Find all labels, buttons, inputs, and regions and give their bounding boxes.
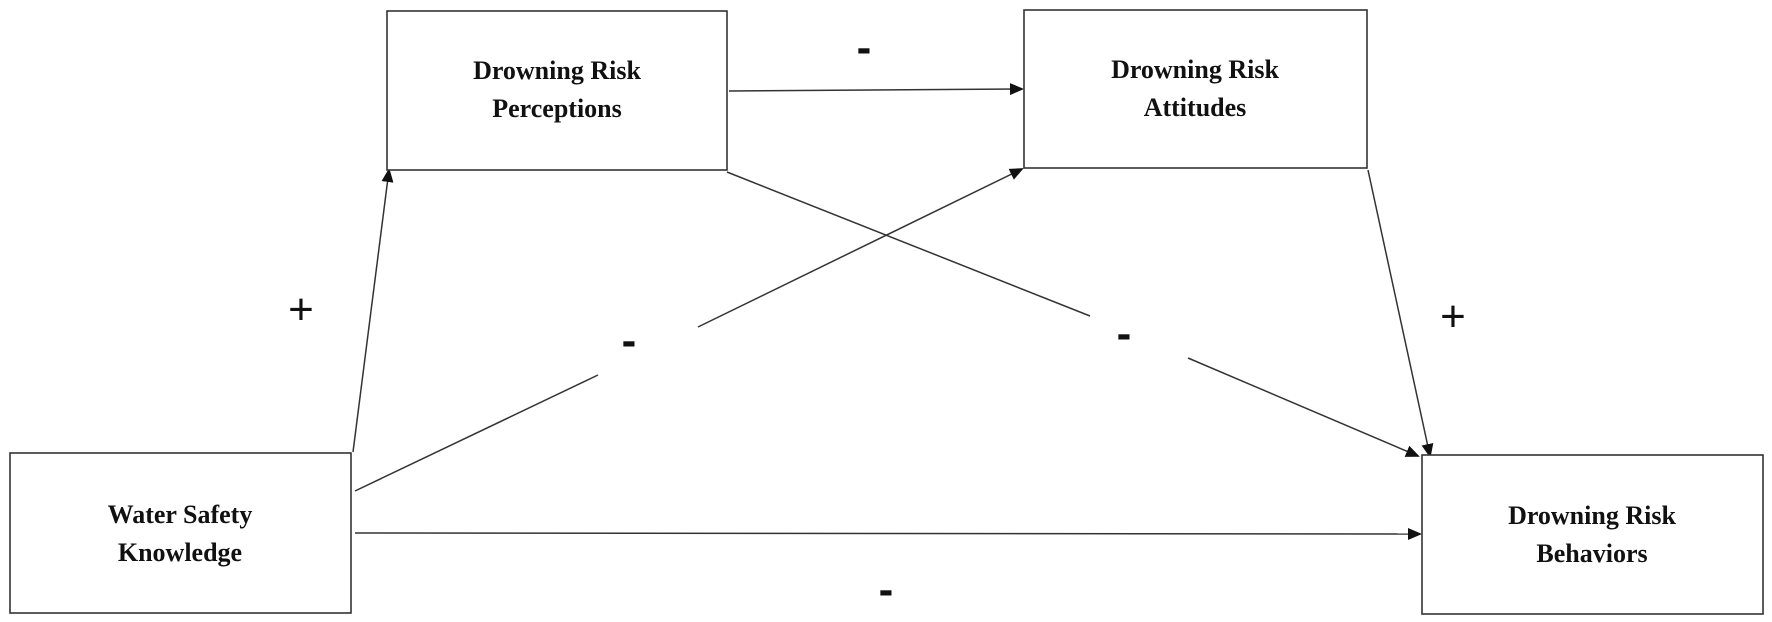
sign-knowledge-to-perceptions: + [288,285,314,334]
perceptions-label-line2: Perceptions [492,94,622,123]
attitudes-label-line2: Attitudes [1144,93,1247,122]
edge-knowledge-to-behaviors [354,527,1422,540]
sign-perceptions-to-attitudes: - [857,23,872,72]
attitudes-label-line1: Drowning Risk [1111,55,1279,84]
sign-knowledge-to-behaviors: - [879,565,894,614]
edge-perceptions-to-behaviors-segment [726,171,1091,317]
perceptions-label-line1: Drowning Risk [473,56,641,85]
edge-knowledge-to-perceptions [352,168,394,453]
knowledge-label-line2: Knowledge [118,538,242,567]
sign-perceptions-to-behaviors: - [1117,309,1132,358]
node-drowning-risk-behaviors: Drowning Risk Behaviors [1421,454,1764,615]
edge-attitudes-to-behaviors [1367,169,1434,458]
edge-perceptions-to-behaviors [1187,357,1420,457]
edge-knowledge-to-attitudes [697,168,1024,328]
node-water-safety-knowledge: Water Safety Knowledge [9,452,352,614]
behaviors-label-line2: Behaviors [1536,539,1647,568]
behaviors-label-line1: Drowning Risk [1508,501,1676,530]
sign-attitudes-to-behaviors: + [1440,292,1466,341]
node-drowning-risk-attitudes: Drowning Risk Attitudes [1023,9,1368,169]
knowledge-label-line1: Water Safety [108,500,253,529]
node-drowning-risk-perceptions: Drowning Risk Perceptions [386,10,728,171]
edge-perceptions-to-attitudes [728,83,1024,96]
sign-knowledge-to-attitudes: - [622,316,637,365]
edge-knowledge-to-attitudes-segment [354,374,599,492]
